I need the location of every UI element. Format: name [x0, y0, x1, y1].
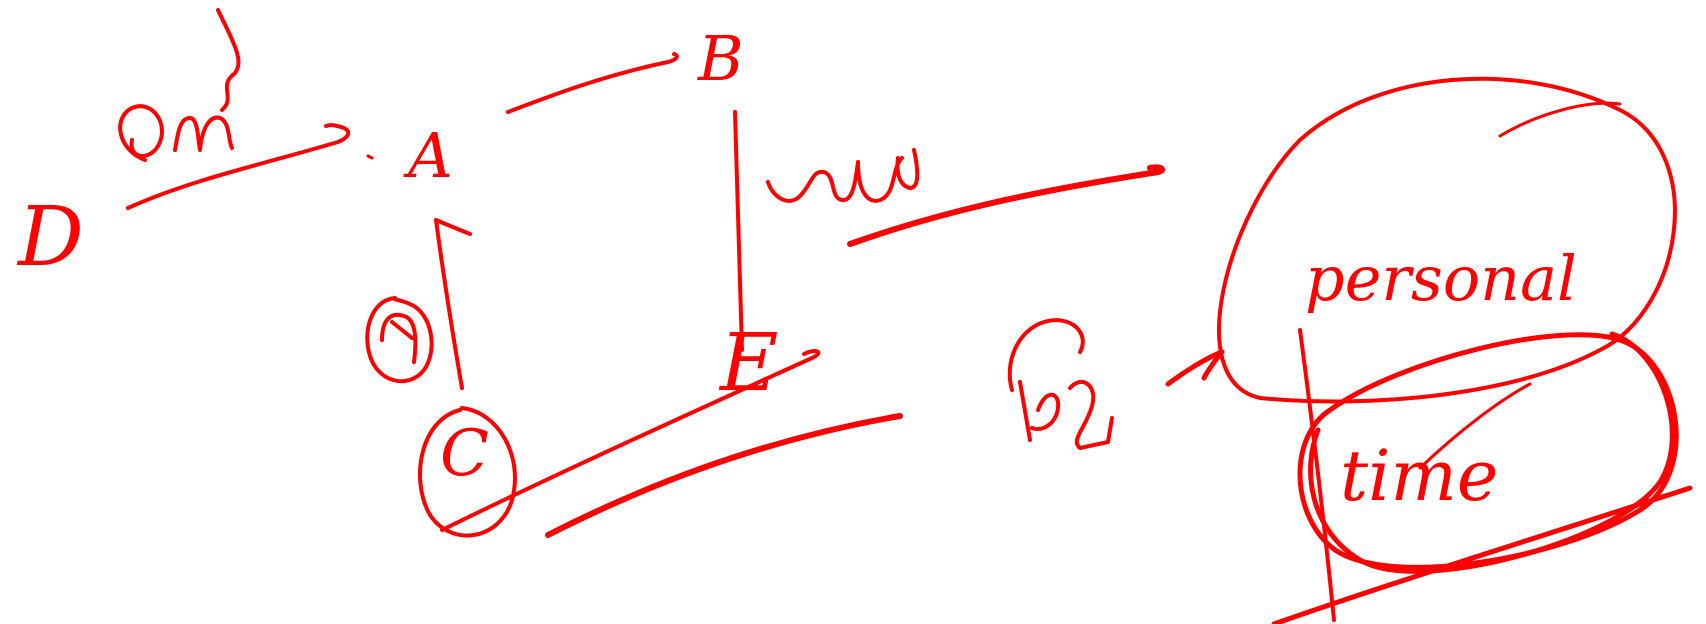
annotation-text-near-personal — [1007, 318, 1114, 450]
label-personal: personal — [1305, 242, 1577, 315]
circles — [418, 76, 1693, 624]
label-time: time — [1340, 435, 1498, 517]
label-b: B — [697, 22, 744, 95]
annotation-text-near-d — [118, 8, 241, 162]
label-d: D — [16, 190, 84, 285]
label-a: A — [403, 119, 453, 192]
connector-strokes — [126, 52, 1225, 538]
annotation-text-near-e — [766, 148, 920, 203]
label-e: E — [718, 316, 778, 409]
label-c: C — [440, 417, 489, 491]
annotation-text-near-c — [365, 296, 434, 384]
